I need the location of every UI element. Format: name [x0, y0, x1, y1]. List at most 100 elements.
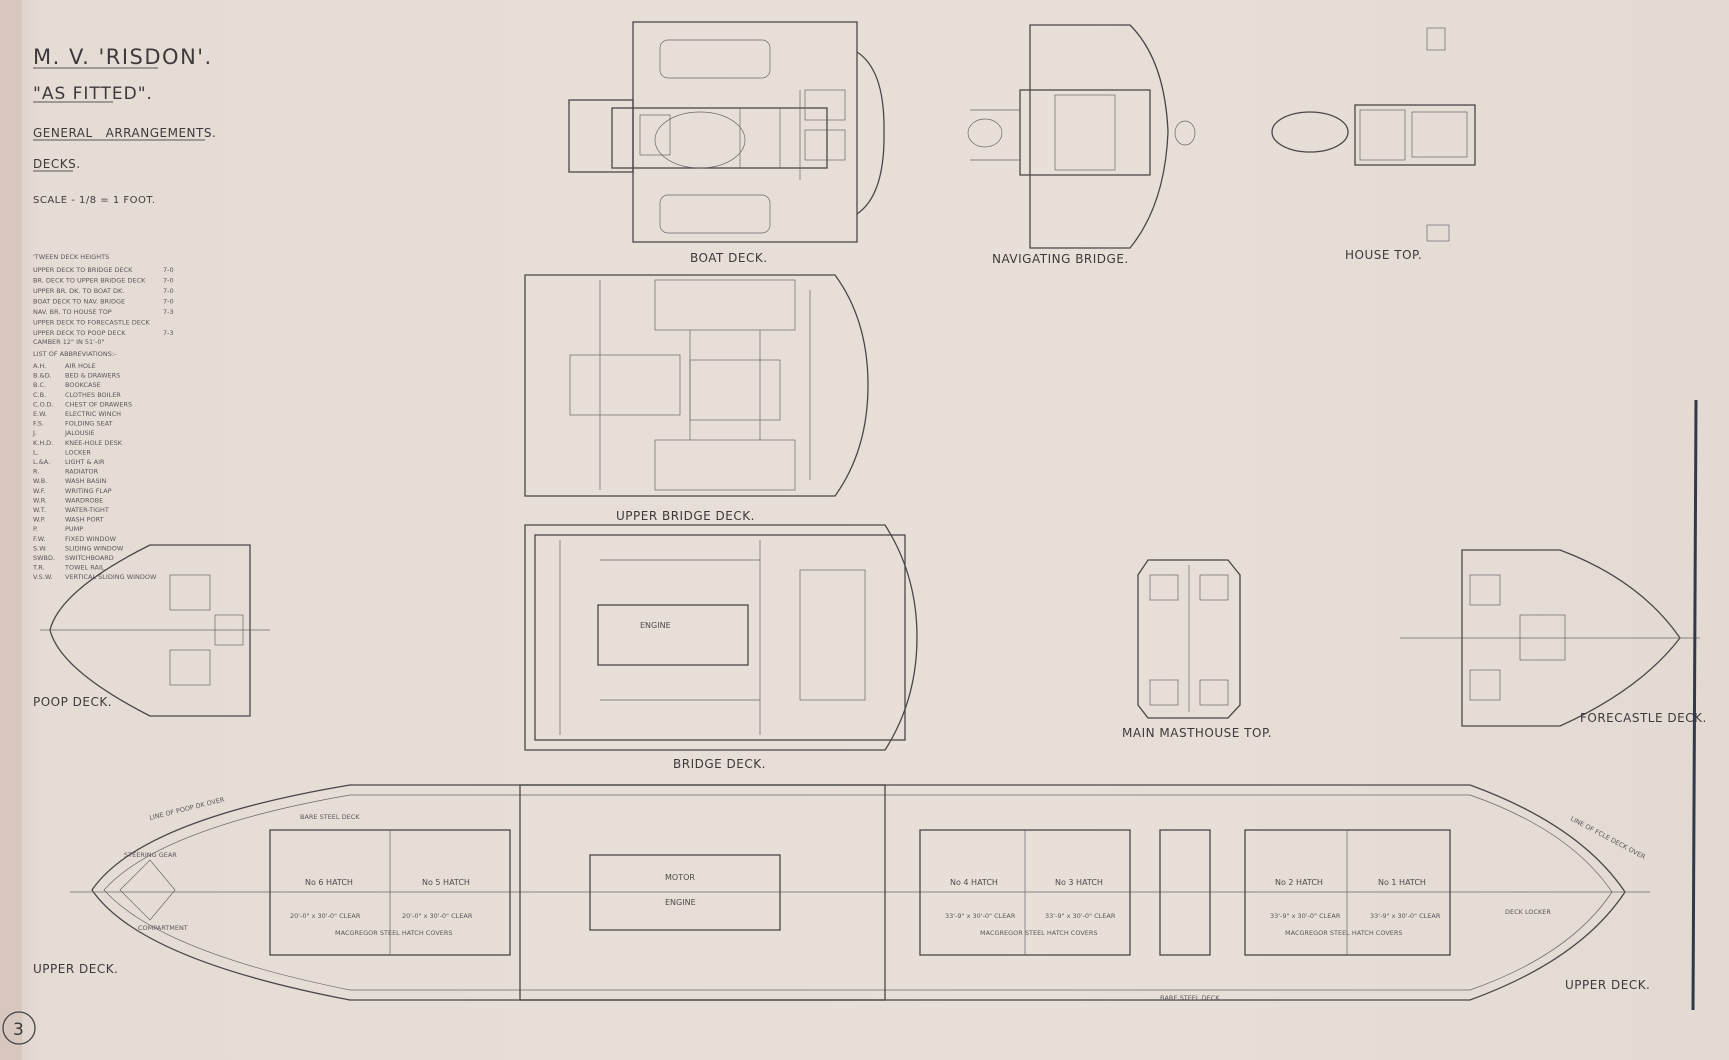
deck-height-row-label: UPPER DECK TO POOP DECK: [33, 329, 126, 337]
abbreviation-meaning: SWITCHBOARD: [65, 554, 114, 562]
hatch-4-label: No 4 HATCH: [950, 878, 998, 887]
deck-height-row-value: 7-0: [163, 287, 174, 295]
hatch-6-label: No 6 HATCH: [305, 878, 353, 887]
abbreviation-code: A.H.: [33, 362, 46, 370]
upper-deck-plan: No 6 HATCH No 5 HATCH No 4 HATCH No 3 HA…: [33, 784, 1650, 1002]
deck-height-row-label: BOAT DECK TO NAV. BRIDGE: [33, 298, 125, 306]
abbreviation-code: S.W.: [33, 544, 47, 552]
deck-height-row-value: 7-3: [163, 329, 174, 337]
engine-label: ENGINE: [665, 898, 696, 907]
abbreviation-meaning: FOLDING SEAT: [65, 420, 113, 428]
deck-height-row-label: UPPER DECK TO BRIDGE DECK: [33, 266, 133, 274]
deck-height-row-label: BR. DECK TO UPPER BRIDGE DECK: [33, 277, 146, 285]
aft-covers-note: MACGREGOR STEEL HATCH COVERS: [335, 929, 453, 937]
deck-height-row-label: UPPER BR. DK. TO BOAT DK.: [33, 287, 124, 295]
abbreviation-code: V.S.W.: [33, 573, 53, 581]
abbreviation-meaning: WATER-TIGHT: [65, 506, 109, 514]
main-masthouse-top-plan: MAIN MASTHOUSE TOP.: [1122, 559, 1272, 740]
abbreviation-code: P.: [33, 525, 38, 533]
drawing-subject: DECKS.: [33, 157, 81, 171]
abbreviation-meaning: ELECTRIC WINCH: [65, 410, 121, 418]
forecastle-deck-plan: FORECASTLE DECK.: [1400, 549, 1706, 727]
abbreviation-meaning: BOOKCASE: [65, 381, 101, 389]
sheet-edge: [0, 0, 22, 1060]
abbreviation-meaning: RADIATOR: [65, 468, 99, 476]
hatch-3-clear: 33'-9" x 30'-0" CLEAR: [1045, 912, 1116, 920]
hatch-6-clear: 20'-0" x 30'-0" CLEAR: [290, 912, 361, 920]
house-top-label: HOUSE TOP.: [1345, 248, 1422, 262]
bridge-engine-label: ENGINE: [640, 621, 671, 630]
abbreviation-meaning: KNEE-HOLE DESK: [65, 439, 123, 447]
boat-deck-label: BOAT DECK.: [690, 251, 768, 265]
line-of-poop-note: LINE OF POOP DK OVER: [149, 795, 226, 822]
abbreviation-meaning: WASH PORT: [65, 516, 104, 524]
hatch-5-label: No 5 HATCH: [422, 878, 470, 887]
steering-gear-label: STEERING GEAR: [124, 851, 177, 859]
abbreviation-code: L.: [33, 448, 39, 456]
hatch-1-label: No 1 HATCH: [1378, 878, 1426, 887]
abbreviation-code: SWBD.: [33, 554, 55, 562]
abbreviation-code: L.&A.: [33, 458, 50, 466]
fwd-covers-note: MACGREGOR STEEL HATCH COVERS: [1285, 929, 1403, 937]
hatch-2-clear: 33'-9" x 30'-0" CLEAR: [1270, 912, 1341, 920]
boat-deck-plan: BOAT DECK.: [568, 21, 885, 265]
hatch-3-label: No 3 HATCH: [1055, 878, 1103, 887]
poop-deck-label: POOP DECK.: [33, 695, 112, 709]
abbreviation-meaning: LIGHT & AIR: [65, 458, 105, 466]
main-masthouse-top-label: MAIN MASTHOUSE TOP.: [1122, 726, 1272, 740]
abbreviation-meaning: CLOTHES BOILER: [65, 391, 121, 399]
motor-label: MOTOR: [665, 873, 695, 882]
vessel-name: M. V. 'RISDON'.: [33, 45, 213, 69]
abbreviation-meaning: TOWEL RAIL: [64, 564, 105, 572]
hatch-5-clear: 20'-0" x 30'-0" CLEAR: [402, 912, 473, 920]
abbreviation-meaning: AIR HOLE: [65, 362, 96, 370]
abbreviation-code: T.R.: [32, 564, 45, 572]
house-top-plan: HOUSE TOP.: [1271, 27, 1476, 262]
abbreviation-code: B.&D.: [33, 372, 52, 380]
upper-bridge-deck-plan: UPPER BRIDGE DECK.: [524, 274, 869, 523]
status-label: "AS FITTED".: [33, 84, 153, 104]
camber-note: CAMBER 12" IN 51'-0": [33, 338, 104, 346]
abbreviation-code: F.S.: [33, 420, 44, 428]
deck-height-row-value: 7-3: [163, 308, 174, 316]
abbreviation-meaning: VERTICAL SLIDING WINDOW: [65, 573, 157, 581]
line-of-fcle-note: LINE OF FCLE DECK OVER: [1569, 815, 1647, 862]
abbreviation-code: R.: [33, 468, 39, 476]
abbreviation-meaning: FIXED WINDOW: [65, 535, 117, 543]
compartment-label: COMPARTMENT: [138, 924, 188, 932]
abbreviation-code: W.R.: [33, 496, 47, 504]
drawing-title: GENERAL ARRANGEMENTS.: [33, 126, 216, 140]
abbreviation-code: B.C.: [33, 381, 46, 389]
mid-covers-note: MACGREGOR STEEL HATCH COVERS: [980, 929, 1098, 937]
upper-deck-label-fwd: UPPER DECK.: [1565, 978, 1650, 992]
hatch-2-label: No 2 HATCH: [1275, 878, 1323, 887]
hatch-4-clear: 33'-9" x 30'-0" CLEAR: [945, 912, 1016, 920]
abbreviation-meaning: BED & DRAWERS: [65, 372, 120, 380]
abbreviation-code: E.W.: [33, 410, 47, 418]
deck-height-row-value: 7-0: [163, 266, 174, 274]
hatch-1-clear: 33'-9" x 30'-0" CLEAR: [1370, 912, 1441, 920]
abbreviation-code: W.F.: [33, 487, 46, 495]
title-block: M. V. 'RISDON'. "AS FITTED". GENERAL ARR…: [33, 45, 216, 206]
deck-heights-heading: 'TWEEN DECK HEIGHTS: [33, 253, 109, 261]
abbreviation-code: W.B.: [33, 477, 47, 485]
abbreviation-meaning: JALOUSIE: [64, 429, 95, 437]
sheet-number-circle: [2, 1011, 36, 1045]
bridge-deck-plan: ENGINE BRIDGE DECK.: [524, 524, 918, 771]
abbreviation-meaning: WRITING FLAP: [65, 487, 112, 495]
abbreviation-code: J.: [32, 429, 37, 437]
abbreviation-code: K.H.D.: [33, 439, 53, 447]
bridge-deck-label: BRIDGE DECK.: [673, 757, 766, 771]
abbreviation-code: C.O.D.: [33, 400, 54, 408]
abbreviation-code: F.W.: [33, 535, 46, 543]
abbreviation-meaning: LOCKER: [65, 448, 91, 456]
scale-label: SCALE - 1/8 = 1 FOOT.: [33, 195, 156, 206]
abbreviation-code: W.P.: [33, 516, 46, 524]
abbreviation-meaning: PUMP: [65, 525, 83, 533]
abbreviation-code: W.T.: [33, 506, 46, 514]
deck-height-row-value: 7-0: [163, 277, 174, 285]
abbreviation-meaning: WASH BASIN: [65, 477, 107, 485]
deck-height-row-value: 7-0: [163, 298, 174, 306]
